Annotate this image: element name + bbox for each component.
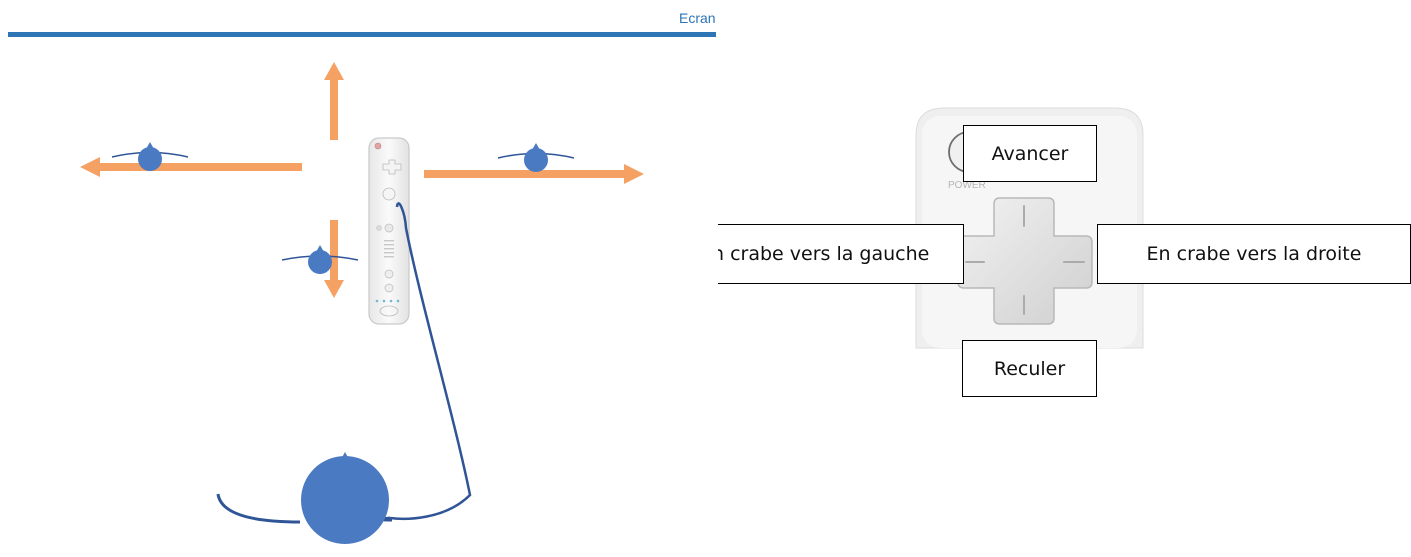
arrow-left [80, 157, 302, 177]
figure-bottom [281, 245, 359, 274]
arrow-down [324, 220, 344, 298]
label-forward: Avancer [963, 125, 1097, 182]
arrow-up [324, 62, 344, 140]
label-back: Reculer [962, 340, 1097, 397]
figure-left [111, 142, 189, 171]
screen-line [8, 32, 716, 37]
label-strafe-left: En crabe vers la gauche [718, 224, 964, 284]
arrow-right [424, 164, 644, 184]
player-figure [216, 452, 393, 544]
label-strafe-left-text: En crabe vers la gauche [718, 243, 930, 265]
label-strafe-right: En crabe vers la droite [1097, 224, 1411, 284]
power-label: POWER [948, 180, 986, 191]
screen-label: Ecran [679, 10, 716, 26]
wii-remote [368, 137, 410, 325]
wii-remote-cord [389, 202, 472, 521]
figure-right [497, 143, 575, 172]
